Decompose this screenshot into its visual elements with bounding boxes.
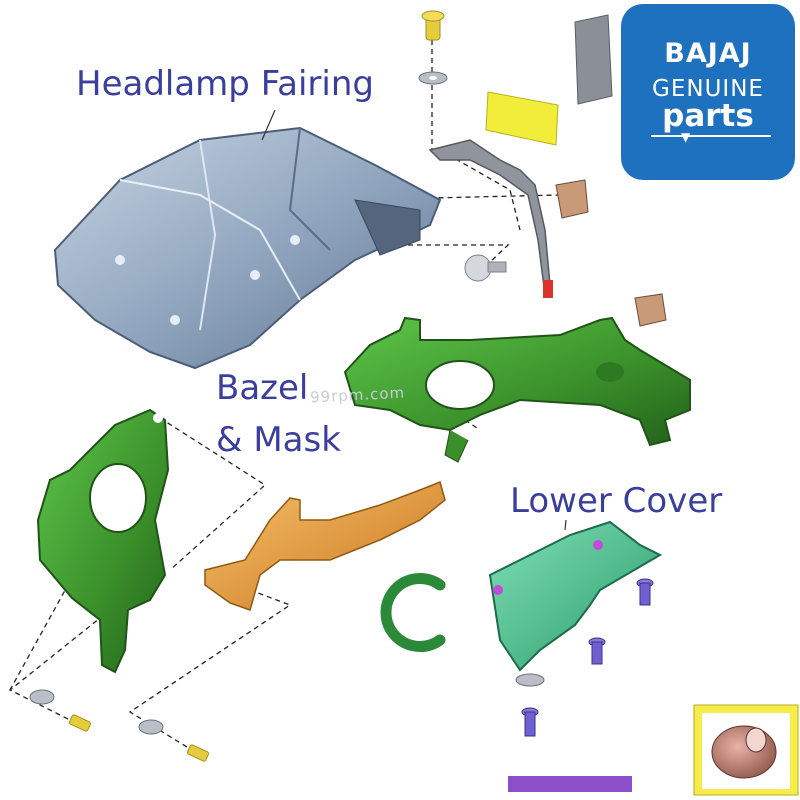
lower-washer <box>515 673 545 687</box>
bazel-bracket <box>36 408 170 674</box>
badge-parts: parts <box>662 98 754 134</box>
mask-label: & Mask <box>216 420 341 460</box>
orange-mask <box>204 480 446 611</box>
headlamp-fairing-label: Headlamp Fairing <box>76 64 374 104</box>
c-clip <box>380 573 446 652</box>
badge-brand: BAJAJ <box>664 38 752 69</box>
bazel-label: Bazel <box>216 368 309 408</box>
badge-genuine: GENUINE <box>652 76 764 102</box>
lower-cover-part <box>488 519 663 672</box>
upper-green-bracket <box>343 316 691 463</box>
lower-cover-label: Lower Cover <box>510 481 723 521</box>
yellow-screw-1 <box>68 714 92 732</box>
top-screw <box>421 10 445 41</box>
purple-strip <box>508 776 632 792</box>
top-washer <box>418 71 448 85</box>
yellow-pad <box>485 91 559 146</box>
purple-bolt-1 <box>636 578 654 606</box>
small-clip-right <box>634 293 667 327</box>
small-clip-upper <box>555 179 589 219</box>
badge-arrow-icon: ▼ <box>681 130 691 144</box>
yellow-screw-2 <box>186 744 210 762</box>
washer-left-2 <box>138 719 164 735</box>
badge-underline <box>651 135 771 137</box>
purple-bolt-3 <box>521 707 539 737</box>
inset-thumbnail <box>693 704 799 796</box>
washer-left-1 <box>29 689 55 705</box>
bajaj-genuine-parts-logo: BAJAJ GENUINE parts ▼ <box>621 4 795 180</box>
headlamp-fairing-part <box>53 109 442 370</box>
purple-bolt-2 <box>588 637 606 665</box>
fairing-bolt <box>464 254 507 282</box>
gray-pad <box>574 14 613 105</box>
mount-bracket <box>428 139 553 298</box>
